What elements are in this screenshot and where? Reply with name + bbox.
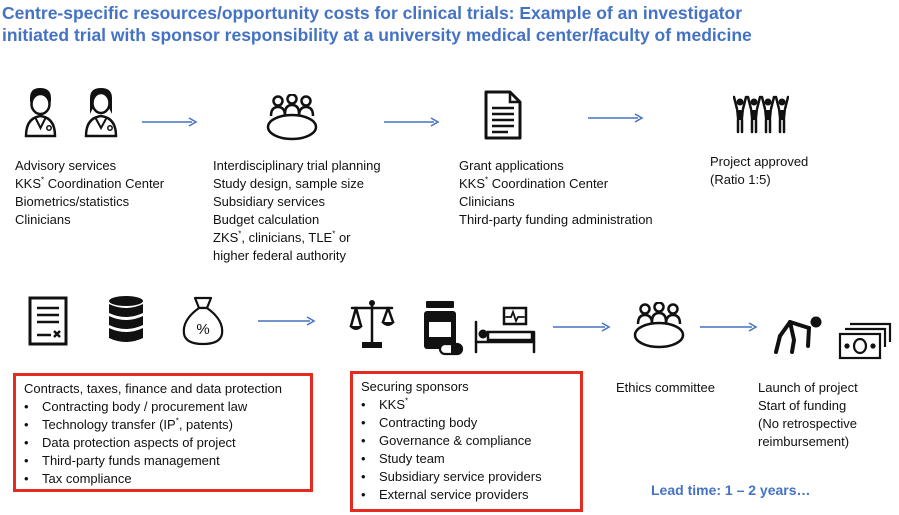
flow-arrow [553, 322, 611, 332]
authority-line: ZKS*, clinicians, TLE* or [213, 229, 381, 247]
list-item: Contracting body [361, 414, 580, 432]
federal-authority-line: higher federal authority [213, 248, 346, 263]
ratio-line: (Ratio 1:5) [710, 172, 771, 187]
approved-line: Project approved [710, 154, 809, 169]
contracts-list: Contracting body / procurement law Techn… [24, 398, 310, 488]
contracts-box: Contracts, taxes, finance and data prote… [13, 373, 313, 492]
kks-label: KKS [15, 176, 42, 191]
list-item: Third-party funds management [24, 452, 310, 470]
launch-line: Launch of project [758, 380, 858, 395]
launch-project-text: Launch of project Start of funding (No r… [758, 379, 858, 451]
coordination-center-label: Coordination Center [491, 176, 609, 191]
kks-label: KKS [379, 397, 406, 412]
clinicians-line: Clinicians [459, 194, 515, 209]
list-item: Study team [361, 450, 580, 468]
title-line-2: initiated trial with sponsor responsibil… [2, 25, 752, 45]
footnote-star: * [485, 175, 489, 185]
sponsors-heading: Securing sponsors [361, 379, 469, 394]
flow-arrow [142, 117, 198, 127]
database-icon [109, 296, 143, 342]
footnote-star: * [41, 175, 45, 185]
kks-coordination-line: KKS* Coordination Center [15, 175, 164, 193]
project-approved-text: Project approved (Ratio 1:5) [710, 153, 808, 189]
or-label: or [335, 230, 351, 245]
retrospective-line: (No retrospective [758, 416, 857, 431]
footnote-star: * [405, 396, 409, 406]
grant-applications-text: Grant applications KKS* Coordination Cen… [459, 157, 653, 229]
contracts-heading: Contracts, taxes, finance and data prote… [24, 381, 282, 396]
grant-line: Grant applications [459, 158, 564, 173]
meeting-table-icon [266, 94, 318, 141]
runner-start-icon [774, 316, 822, 354]
kks-label: KKS [459, 176, 486, 191]
list-item: External service providers [361, 486, 580, 504]
advisory-line: Advisory services [15, 158, 117, 173]
flow-arrow [588, 113, 644, 123]
trial-planning-text: Interdisciplinary trial planning Study d… [213, 157, 381, 265]
flow-arrow [384, 117, 440, 127]
kks-coordination-line: KKS* Coordination Center [459, 175, 653, 193]
meeting-table-icon [633, 302, 685, 349]
coordination-center-label: Coordination Center [47, 176, 165, 191]
title-line-1: Centre-specific resources/opportunity co… [2, 3, 743, 23]
subsidiary-line: Subsidiary services [213, 194, 325, 209]
doctors-icon [24, 88, 118, 138]
biometrics-line: Biometrics/statistics [15, 194, 130, 209]
budget-line: Budget calculation [213, 212, 320, 227]
clinicians-tle-label: , clinicians, TLE [241, 230, 333, 245]
sponsors-list: KKS* Contracting body Governance & compl… [361, 396, 580, 504]
advisory-services-text: Advisory services KKS* Coordination Cent… [15, 157, 164, 229]
third-party-line: Third-party funding administration [459, 212, 653, 227]
page-title: Centre-specific resources/opportunity co… [2, 2, 897, 46]
banknotes-icon [838, 322, 892, 360]
reimbursement-line: reimbursement) [758, 434, 850, 449]
study-design-line: Study design, sample size [213, 176, 365, 191]
document-icon [484, 90, 522, 140]
money-bag-percent-icon: % [182, 296, 224, 346]
ethics-committee-text: Ethics committee [616, 380, 715, 395]
flow-arrow [258, 316, 316, 326]
planning-line: Interdisciplinary trial planning [213, 158, 381, 173]
medication-icon [424, 301, 464, 356]
hospital-bed-icon [474, 306, 536, 354]
percent-sign: % [196, 321, 209, 338]
footnote-star: * [175, 416, 179, 426]
zks-label: ZKS [213, 230, 239, 245]
list-item: Technology transfer (IP*, patents) [24, 416, 310, 434]
flow-arrow [700, 322, 758, 332]
list-item: KKS* [361, 396, 580, 414]
sponsors-box: Securing sponsors KKS* Contracting body … [350, 371, 583, 512]
clinicians-line: Clinicians [15, 212, 71, 227]
patents-label: , patents) [178, 417, 234, 432]
contract-document-icon [28, 296, 68, 346]
list-item: Tax compliance [24, 470, 310, 488]
list-item: Contracting body / procurement law [24, 398, 310, 416]
funding-line: Start of funding [758, 398, 847, 413]
list-item: Data protection aspects of project [24, 434, 310, 452]
people-cheering-icon [733, 95, 789, 134]
lead-time-label: Lead time: 1 – 2 years… [651, 482, 811, 498]
footnote-star: * [238, 229, 242, 239]
scales-icon [349, 300, 395, 348]
list-item: Governance & compliance [361, 432, 580, 450]
list-item: Subsidiary service providers [361, 468, 580, 486]
technology-transfer-label: Technology transfer (IP [42, 417, 176, 432]
footnote-star: * [332, 229, 336, 239]
